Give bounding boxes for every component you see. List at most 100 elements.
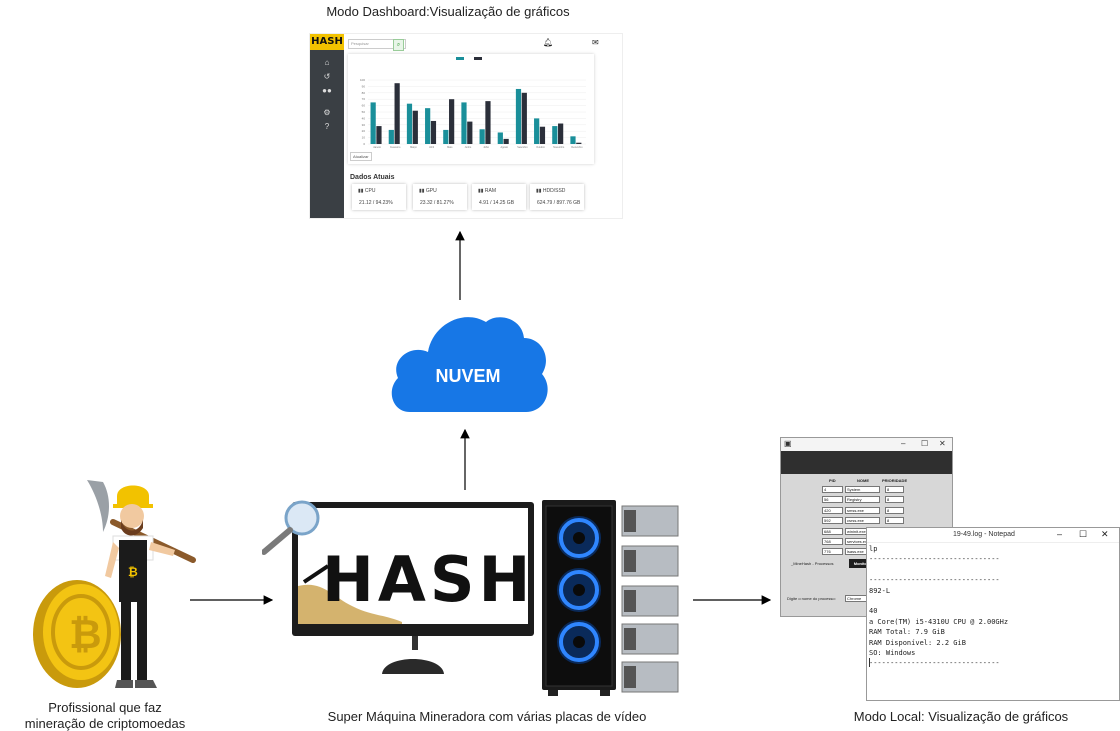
- fan-icon: [557, 568, 601, 612]
- bar: [406, 103, 413, 144]
- search-icon[interactable]: ⌕: [393, 39, 404, 51]
- x-tick-label: Fevereiro: [390, 146, 401, 149]
- x-tick-label: Setembro: [517, 146, 528, 149]
- bar: [534, 118, 540, 144]
- history-icon[interactable]: ↺: [323, 72, 331, 81]
- bar-chart-icon: ▮▮: [536, 188, 542, 194]
- x-tick-label: Junho: [465, 146, 472, 149]
- process-cell-name[interactable]: smss.exe: [845, 506, 880, 514]
- bar: [412, 110, 418, 144]
- help-icon[interactable]: ?: [324, 122, 330, 131]
- users-icon[interactable]: ●●: [322, 86, 332, 95]
- process-cell-name[interactable]: System: [845, 486, 880, 493]
- process-cell-pid[interactable]: 592: [822, 517, 843, 525]
- stat-card-cpu: ▮▮ CPU 21.12 / 94.23%: [352, 184, 406, 210]
- cloud-label: NUVEM: [435, 366, 501, 386]
- stat-cpu-value: 21.12 / 94.23%: [359, 200, 393, 206]
- bar: [461, 102, 467, 144]
- x-tick-label: Abril: [429, 146, 434, 149]
- process-cell-pid[interactable]: 776: [822, 548, 843, 556]
- bar: [449, 99, 455, 144]
- processes-section-label: _MineHash - Processos: [791, 561, 834, 566]
- legend-swatch: [474, 57, 482, 60]
- dashboard-search-input[interactable]: Pesquisar: [348, 39, 406, 49]
- process-cell-pid[interactable]: 688: [822, 527, 843, 535]
- bar: [394, 83, 400, 144]
- bar-chart-icon: ▮▮: [358, 188, 364, 194]
- stat-hdd-label: ▮▮ HDD/SSD: [536, 188, 566, 194]
- bar-chart-icon: ▮▮: [419, 188, 425, 194]
- fan-icon: [557, 620, 601, 664]
- stat-ram-label: ▮▮ RAM: [478, 188, 497, 194]
- settings-icon[interactable]: ⚙: [323, 108, 331, 117]
- home-icon[interactable]: ⌂: [324, 58, 330, 67]
- monitor-hash-logo: HASH: [322, 543, 534, 616]
- notepad-text-area[interactable]: lp ------------------------------- -----…: [869, 545, 1009, 668]
- column-header-pid: PID: [829, 478, 836, 483]
- legend-swatch: [456, 57, 464, 60]
- process-cell-pid[interactable]: 56: [822, 496, 843, 504]
- close-button[interactable]: ✕: [939, 439, 946, 448]
- process-cell-prio[interactable]: 8: [885, 506, 904, 514]
- monitor-button[interactable]: Monitorar: [849, 559, 877, 568]
- maximize-button[interactable]: ☐: [1079, 529, 1088, 539]
- process-cell-prio[interactable]: 8: [885, 517, 904, 525]
- process-cell-name[interactable]: csrss.exe: [845, 517, 880, 525]
- column-header-name: NOME: [857, 478, 869, 483]
- x-tick-label: Outubro: [536, 146, 545, 149]
- y-tick-label: 90: [362, 84, 366, 88]
- process-cell-prio[interactable]: 8: [885, 486, 904, 493]
- app-icon: ▣: [784, 439, 792, 448]
- svg-text:₿: ₿: [69, 612, 102, 658]
- process-window-header: [781, 451, 952, 474]
- bar: [388, 129, 394, 144]
- current-data-title: Dados Atuais: [350, 174, 395, 181]
- y-tick-label: 80: [362, 91, 366, 95]
- stat-card-hdd: ▮▮ HDD/SSD 624.79 / 897.76 GB: [530, 184, 584, 210]
- process-cell-prio[interactable]: 8: [885, 496, 904, 504]
- y-tick-label: 30: [362, 123, 366, 127]
- asic-miner-stack-icon: [621, 505, 679, 693]
- bar-chart-icon: ▮▮: [478, 188, 484, 194]
- mail-icon[interactable]: ✉: [592, 38, 599, 47]
- bar: [552, 126, 558, 144]
- y-tick-label: 20: [362, 129, 366, 133]
- notepad-window: 19-49.log - Notepad – ☐ ✕ lp -----------…: [866, 527, 1120, 701]
- local-mode-caption: Modo Local: Visualização de gráficos: [853, 709, 1069, 724]
- bar: [467, 121, 473, 144]
- mining-rigs: [620, 502, 682, 698]
- minimize-button[interactable]: –: [1057, 529, 1063, 539]
- close-button[interactable]: ✕: [1101, 529, 1109, 539]
- x-tick-label: Maio: [447, 146, 453, 149]
- maximize-button[interactable]: ☐: [921, 439, 929, 448]
- column-header-priority: PRIORIDADE: [882, 478, 908, 483]
- minimize-button[interactable]: –: [901, 439, 906, 448]
- text-cursor: [869, 658, 870, 667]
- y-tick-label: 40: [362, 116, 366, 120]
- bell-icon[interactable]: 🔔︎: [543, 38, 554, 47]
- svg-text:₿: ₿: [128, 565, 138, 579]
- process-cell-pid[interactable]: 768: [822, 538, 843, 545]
- fan-icon: [557, 516, 601, 560]
- bitcoin-coin-icon: ₿: [33, 580, 121, 688]
- magnifier-icon: [262, 500, 320, 555]
- process-cell-name[interactable]: Registry: [845, 496, 880, 504]
- stat-gpu-value: 23.32 / 81.27%: [420, 200, 454, 206]
- process-cell-pid[interactable]: 4: [822, 486, 843, 493]
- x-tick-label: Novembro: [553, 146, 565, 149]
- bar: [376, 126, 382, 144]
- refresh-button[interactable]: Atualizar: [350, 152, 372, 161]
- process-cell-pid[interactable]: 420: [822, 506, 843, 514]
- stat-cpu-label: ▮▮ CPU: [358, 188, 376, 194]
- bar: [539, 126, 546, 144]
- dashboard-caption: Modo Dashboard:Visualização de gráficos: [326, 4, 570, 19]
- machine-caption: Super Máquina Mineradora com várias plac…: [327, 709, 647, 724]
- bar: [521, 92, 527, 144]
- y-tick-label: 10: [362, 136, 366, 140]
- miner-person: ₿: [105, 485, 175, 688]
- y-tick-label: 60: [362, 104, 366, 108]
- bar: [443, 129, 449, 144]
